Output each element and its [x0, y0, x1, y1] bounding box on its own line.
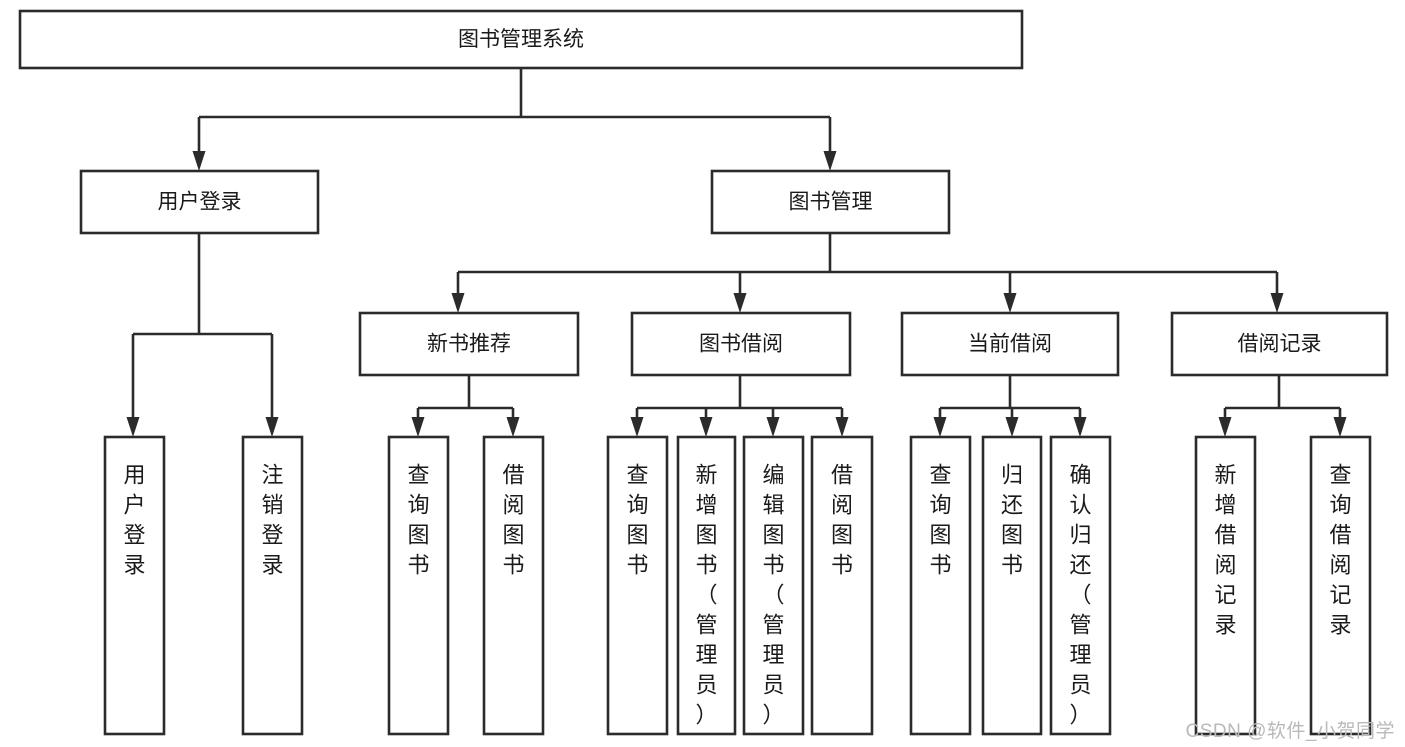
node-leaf-add-borrow-record-label: 新增借阅记录: [1214, 462, 1236, 637]
node-leaf-return-book-box[interactable]: [981, 435, 1043, 736]
node-leaf-confirm-return-admin-label: 确认归还（管理员）: [1069, 462, 1091, 727]
node-current-borrow[interactable]: 当前借阅: [900, 311, 1120, 377]
node-borrow-record[interactable]: 借阅记录: [1170, 311, 1389, 377]
node-leaf-borrow-book-rec[interactable]: 借阅图书: [482, 435, 545, 736]
node-new-book-recommend-label: 新书推荐: [427, 333, 511, 356]
node-root-box[interactable]: [18, 9, 1024, 70]
node-new-book-recommend[interactable]: 新书推荐: [358, 311, 580, 377]
node-leaf-return-book-label: 归还图书: [1001, 462, 1023, 577]
node-leaf-add-borrow-record-box[interactable]: [1194, 435, 1257, 736]
node-book-manage-label: 图书管理: [789, 191, 873, 214]
node-borrow-record-label: 借阅记录: [1238, 333, 1322, 356]
node-root[interactable]: 图书管理系统: [18, 9, 1024, 70]
node-leaf-query-book-rec[interactable]: 查询图书: [387, 435, 450, 736]
node-leaf-borrow-book-rec-box[interactable]: [482, 435, 545, 736]
node-leaf-logout-login[interactable]: 注销登录: [241, 435, 304, 736]
node-leaf-borrow-book-label: 借阅图书: [831, 462, 853, 577]
node-leaf-query-book-current-label: 查询图书: [929, 462, 951, 577]
connector-layer: [126, 68, 1347, 437]
node-leaf-query-borrow-record-box[interactable]: [1309, 435, 1372, 736]
node-book-borrow-label: 图书借阅: [699, 333, 783, 356]
node-book-manage-box[interactable]: [710, 169, 951, 235]
node-borrow-record-box[interactable]: [1170, 311, 1389, 377]
node-leaf-edit-book-admin[interactable]: 编辑图书（管理员）: [742, 435, 805, 736]
node-leaf-query-borrow-record-label: 查询借阅记录: [1329, 462, 1351, 637]
node-current-borrow-label: 当前借阅: [968, 333, 1052, 356]
node-leaf-query-book-borrow[interactable]: 查询图书: [606, 435, 669, 736]
node-leaf-add-book-admin-label: 新增图书（管理员）: [695, 462, 717, 727]
node-leaf-query-book-current[interactable]: 查询图书: [909, 435, 972, 736]
node-leaf-query-book-current-box[interactable]: [909, 435, 972, 736]
node-leaf-borrow-book-rec-label: 借阅图书: [502, 462, 524, 577]
node-user-login-box[interactable]: [79, 169, 320, 235]
node-leaf-add-borrow-record[interactable]: 新增借阅记录: [1194, 435, 1257, 736]
node-leaf-borrow-book-box[interactable]: [810, 435, 874, 736]
node-leaf-query-borrow-record[interactable]: 查询借阅记录: [1309, 435, 1372, 736]
node-leaf-edit-book-admin-label: 编辑图书（管理员）: [762, 462, 784, 727]
node-book-borrow-box[interactable]: [630, 311, 852, 377]
node-leaf-query-book-rec-label: 查询图书: [407, 462, 429, 577]
node-current-borrow-box[interactable]: [900, 311, 1120, 377]
node-leaf-add-book-admin-box[interactable]: [676, 435, 737, 736]
node-leaf-logout-login-box[interactable]: [241, 435, 304, 736]
node-user-login[interactable]: 用户登录: [79, 169, 320, 235]
node-leaf-user-login-label: 用户登录: [123, 462, 145, 577]
node-leaf-confirm-return-admin-box[interactable]: [1049, 435, 1112, 736]
node-leaf-user-login[interactable]: 用户登录: [103, 435, 166, 736]
node-leaf-query-book-rec-box[interactable]: [387, 435, 450, 736]
node-leaf-logout-login-label: 注销登录: [261, 462, 283, 577]
watermark-label: CSDN @软件_小贺同学: [1185, 721, 1395, 742]
node-leaf-add-book-admin[interactable]: 新增图书（管理员）: [676, 435, 737, 736]
node-book-manage[interactable]: 图书管理: [710, 169, 951, 235]
node-leaf-query-book-borrow-label: 查询图书: [626, 462, 648, 577]
node-root-label: 图书管理系统: [458, 28, 584, 51]
node-leaf-borrow-book[interactable]: 借阅图书: [810, 435, 874, 736]
node-user-login-label: 用户登录: [158, 191, 242, 214]
node-leaf-edit-book-admin-box[interactable]: [742, 435, 805, 736]
node-leaf-query-book-borrow-box[interactable]: [606, 435, 669, 736]
node-layer: 图书管理系统用户登录图书管理新书推荐图书借阅当前借阅借阅记录用户登录注销登录查询…: [18, 9, 1389, 736]
node-new-book-recommend-box[interactable]: [358, 311, 580, 377]
node-leaf-confirm-return-admin[interactable]: 确认归还（管理员）: [1049, 435, 1112, 736]
node-leaf-return-book[interactable]: 归还图书: [981, 435, 1043, 736]
node-book-borrow[interactable]: 图书借阅: [630, 311, 852, 377]
node-leaf-user-login-box[interactable]: [103, 435, 166, 736]
